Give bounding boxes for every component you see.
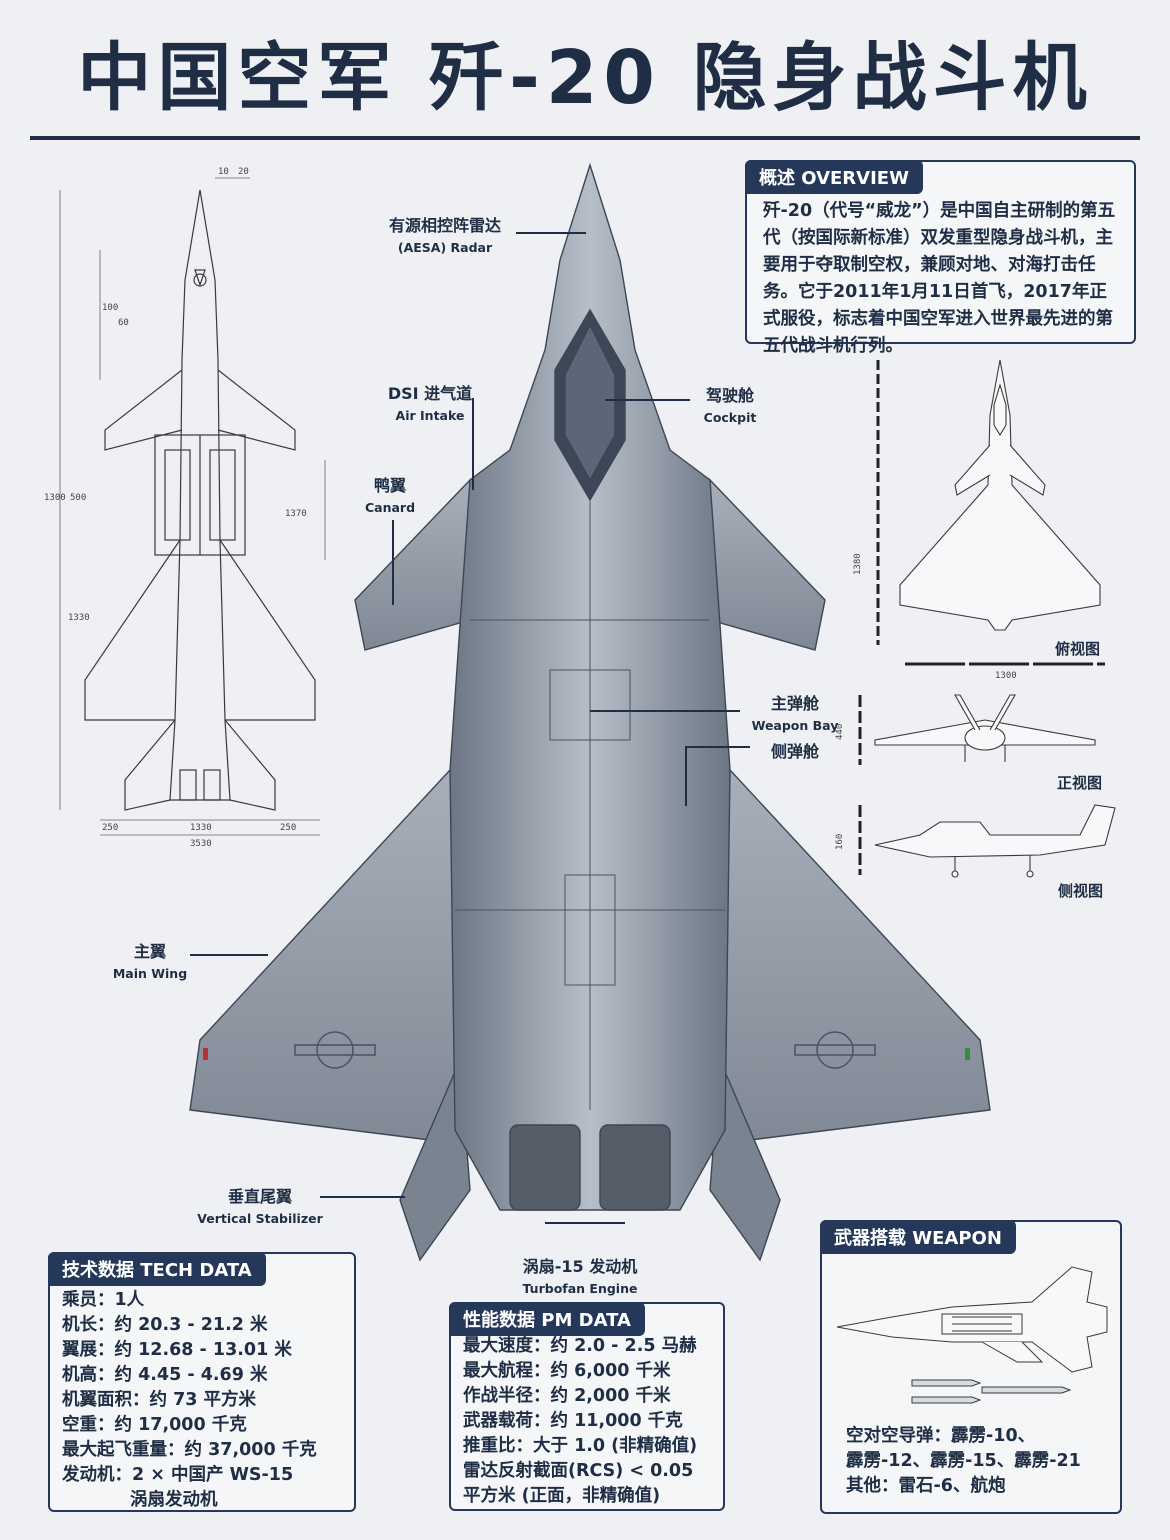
weapon-row: 其他：雷石-6、航炮: [846, 1476, 1006, 1496]
callout-main-wing-zh: 主翼: [133, 942, 166, 961]
callout-engine-en: Turbofan Engine: [522, 1281, 638, 1296]
title-divider: [30, 136, 1140, 140]
dim-left-upper: 100: [102, 303, 118, 313]
leader-intake: [472, 398, 474, 490]
side-view-label: 侧视图: [1058, 882, 1104, 900]
side-view-small: 160: [835, 804, 1116, 878]
leader-stabilizer: [320, 1196, 405, 1198]
tech-row: 机高：约 4.45 - 4.69 米: [62, 1365, 268, 1385]
callout-radar: 有源相控阵雷达 (AESA) Radar: [360, 212, 530, 255]
callout-stabilizer-zh: 垂直尾翼: [227, 1187, 292, 1206]
roundel-right: [794, 1031, 876, 1069]
leader-canard: [392, 520, 394, 605]
front-view-label: 正视图: [1057, 774, 1103, 792]
leader-engine: [545, 1222, 625, 1224]
callout-stabilizer-en: Vertical Stabilizer: [197, 1211, 323, 1226]
front-height-dim: 440: [835, 724, 845, 740]
top-view-small: 1380: [853, 359, 1101, 645]
top-view-span-dim: 1300: [905, 662, 1105, 681]
tech-row: 机翼面积：约 73 平方米: [62, 1390, 257, 1410]
front-view-small: 440: [835, 694, 1096, 765]
dim-bottom-right: 250: [280, 823, 296, 833]
page-title: 中国空军 歼-20 隐身战斗机: [77, 35, 1093, 121]
dim-nose: 10: [218, 167, 229, 177]
pm-row: 作战半径：约 2,000 千米: [463, 1386, 671, 1406]
dim-canard: 60: [118, 318, 129, 328]
tech-row: 机长：约 20.3 - 21.2 米: [62, 1315, 268, 1335]
top-view-span-text: 1300: [995, 671, 1017, 681]
callout-side-bay: 侧弹舱: [755, 738, 835, 762]
tech-row: 空重：约 17,000 千克: [62, 1415, 247, 1435]
tech-row: 发动机：2 × 中国产 WS-15: [62, 1465, 294, 1485]
weapon-row: 空对空导弹：霹雳-10、: [846, 1426, 1036, 1446]
callout-engine-zh: 涡扇-15 发动机: [522, 1257, 638, 1276]
leader-cockpit: [605, 399, 690, 401]
leader-side-bay-vertical: [685, 746, 687, 806]
callout-intake: DSI 进气道 Air Intake: [365, 380, 495, 423]
roundel-left: [294, 1031, 376, 1069]
callout-cockpit-en: Cockpit: [703, 410, 757, 425]
callout-canard-zh: 鸭翼: [373, 476, 406, 495]
callout-main-wing-en: Main Wing: [112, 966, 188, 981]
weapon-row: 霹雳-12、霹雳-15、霹雳-21: [846, 1451, 1081, 1471]
callout-canard-en: Canard: [364, 500, 416, 515]
leader-radar: [516, 232, 586, 234]
tech-row: 最大起飞重量：约 37,000 千克: [62, 1440, 317, 1460]
weapon-header: 武器搭载 WEAPON: [820, 1220, 1016, 1254]
dim-mid: 500: [70, 493, 86, 503]
side-height-dim: 160: [835, 834, 845, 850]
callout-engine: 涡扇-15 发动机 Turbofan Engine: [505, 1253, 655, 1296]
pm-row: 最大速度：约 2.0 - 2.5 马赫: [463, 1336, 697, 1356]
pm-data-header: 性能数据 PM DATA: [449, 1302, 645, 1336]
pm-row: 雷达反射截面(RCS) < 0.05: [463, 1461, 694, 1481]
overview-text: 歼-20（代号“威龙”）是中国自主研制的第五代（按国际新标准）双发重型隐身战斗机…: [763, 201, 1116, 356]
top-view-length-dim: 1380: [853, 553, 863, 575]
tech-data-panel: 技术数据 TECH DATA 乘员：1人 机长：约 20.3 - 21.2 米 …: [48, 1252, 356, 1512]
leader-main-wing: [190, 954, 268, 956]
callout-side-bay-zh: 侧弹舱: [770, 742, 819, 761]
leader-weapon-bay: [590, 710, 740, 712]
main-aircraft-illustration: [189, 162, 991, 1262]
callout-main-wing: 主翼 Main Wing: [105, 938, 195, 981]
pm-row: 武器载荷：约 11,000 千克: [463, 1411, 683, 1431]
dim-total: 1300: [44, 493, 66, 503]
dim-lower: 1330: [68, 613, 90, 623]
callout-stabilizer: 垂直尾翼 Vertical Stabilizer: [190, 1183, 330, 1226]
bottom-view-blueprint: 10 20 100 60 1300 500 1370 1330 250 1330…: [44, 167, 326, 849]
callout-intake-zh: DSI 进气道: [387, 384, 473, 403]
weapon-panel: 武器搭载 WEAPON 空对空导弹：霹雳-10、 霹雳-12、霹雳-15、霹雳-…: [820, 1220, 1122, 1514]
dim-right-mid: 1370: [285, 509, 307, 519]
callout-cockpit-zh: 驾驶舱: [705, 386, 754, 405]
tech-row: 乘员：1人: [62, 1290, 145, 1310]
callout-cockpit: 驾驶舱 Cockpit: [690, 382, 770, 425]
dim-bottom-left: 250: [102, 823, 118, 833]
callout-weapon-bay-en: Weapon Bay: [751, 718, 839, 733]
callout-weapon-bay-zh: 主弹舱: [770, 694, 819, 713]
dim-span: 3530: [190, 839, 212, 849]
weapon-aircraft-illustration: [836, 1266, 1108, 1404]
pm-row: 推重比：大于 1.0 (非精确值): [463, 1436, 698, 1456]
leader-side-bay: [685, 746, 750, 748]
callout-radar-en: (AESA) Radar: [397, 240, 493, 255]
tech-row: 涡扇发动机: [130, 1490, 218, 1510]
tech-row: 翼展：约 12.68 - 13.01 米: [62, 1340, 292, 1360]
overview-header: 概述 OVERVIEW: [745, 160, 923, 194]
pm-data-panel: 性能数据 PM DATA 最大速度：约 2.0 - 2.5 马赫 最大航程：约 …: [449, 1302, 725, 1511]
pm-row: 平方米 (正面，非精确值): [463, 1486, 661, 1506]
top-view-label: 俯视图: [1055, 640, 1101, 658]
callout-weapon-bay: 主弹舱 Weapon Bay: [745, 690, 845, 733]
callout-canard: 鸭翼 Canard: [350, 472, 430, 515]
pm-row: 最大航程：约 6,000 千米: [463, 1361, 671, 1381]
tech-data-header: 技术数据 TECH DATA: [48, 1252, 266, 1286]
dim-right-upper: 20: [238, 167, 249, 177]
callout-intake-en: Air Intake: [395, 408, 465, 423]
callout-radar-zh: 有源相控阵雷达: [388, 216, 501, 235]
overview-panel: 概述 OVERVIEW 歼-20（代号“威龙”）是中国自主研制的第五代（按国际新…: [745, 160, 1136, 356]
dim-bottom-mid: 1330: [190, 823, 212, 833]
